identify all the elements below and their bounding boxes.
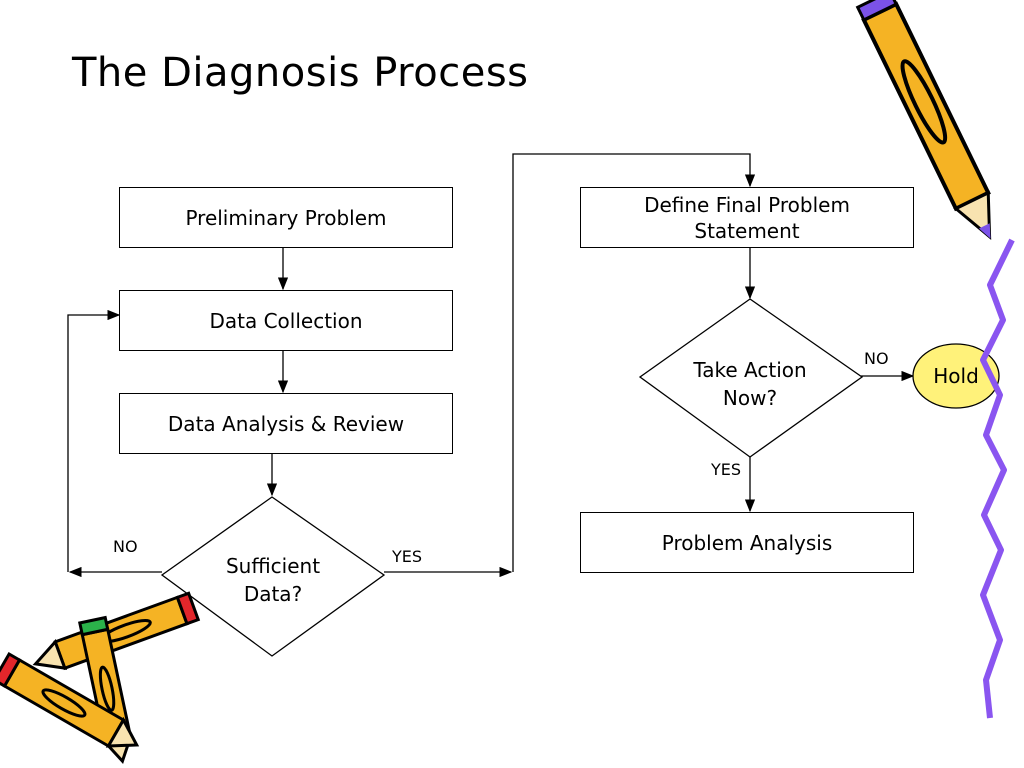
- decision-sufficient-label: Sufficient Data?: [225, 554, 321, 606]
- edge-label-no-left: NO: [113, 537, 138, 556]
- step-preliminary-problem-label: Preliminary Problem: [185, 205, 387, 230]
- pencil-clipart-top: [855, 0, 992, 240]
- hold-label: Hold: [933, 364, 979, 388]
- decision-diamond-action: [638, 298, 864, 458]
- page-title: The Diagnosis Process: [72, 50, 529, 96]
- step-problem-analysis: Problem Analysis: [580, 512, 914, 573]
- pencil-clipart-bottom-2: [78, 615, 133, 764]
- hold-terminal: [912, 343, 1000, 409]
- arrow-loop-back: [67, 309, 121, 572]
- step-preliminary-problem: Preliminary Problem: [119, 187, 453, 248]
- decorative-squiggle: [980, 238, 1015, 719]
- edge-label-yes-right: YES: [392, 547, 423, 566]
- step-problem-analysis-label: Problem Analysis: [661, 530, 833, 555]
- step-define-final-problem: Define Final Problem Statement: [580, 187, 914, 248]
- arrow-to-define-final: [512, 153, 756, 572]
- edge-label-no-hold: NO: [864, 349, 889, 368]
- decision-diamond-sufficient: [160, 496, 386, 657]
- step-data-collection: Data Collection: [119, 290, 453, 351]
- pencil-clipart-bottom-3: [0, 651, 140, 749]
- step-data-collection-label: Data Collection: [209, 308, 363, 333]
- step-data-analysis-review-label: Data Analysis & Review: [167, 411, 405, 436]
- decision-action-label: Take Action Now?: [693, 358, 807, 410]
- step-define-final-problem-label: Define Final Problem Statement: [644, 192, 850, 243]
- edge-label-yes-down: YES: [711, 460, 742, 479]
- step-data-analysis-review: Data Analysis & Review: [119, 393, 453, 454]
